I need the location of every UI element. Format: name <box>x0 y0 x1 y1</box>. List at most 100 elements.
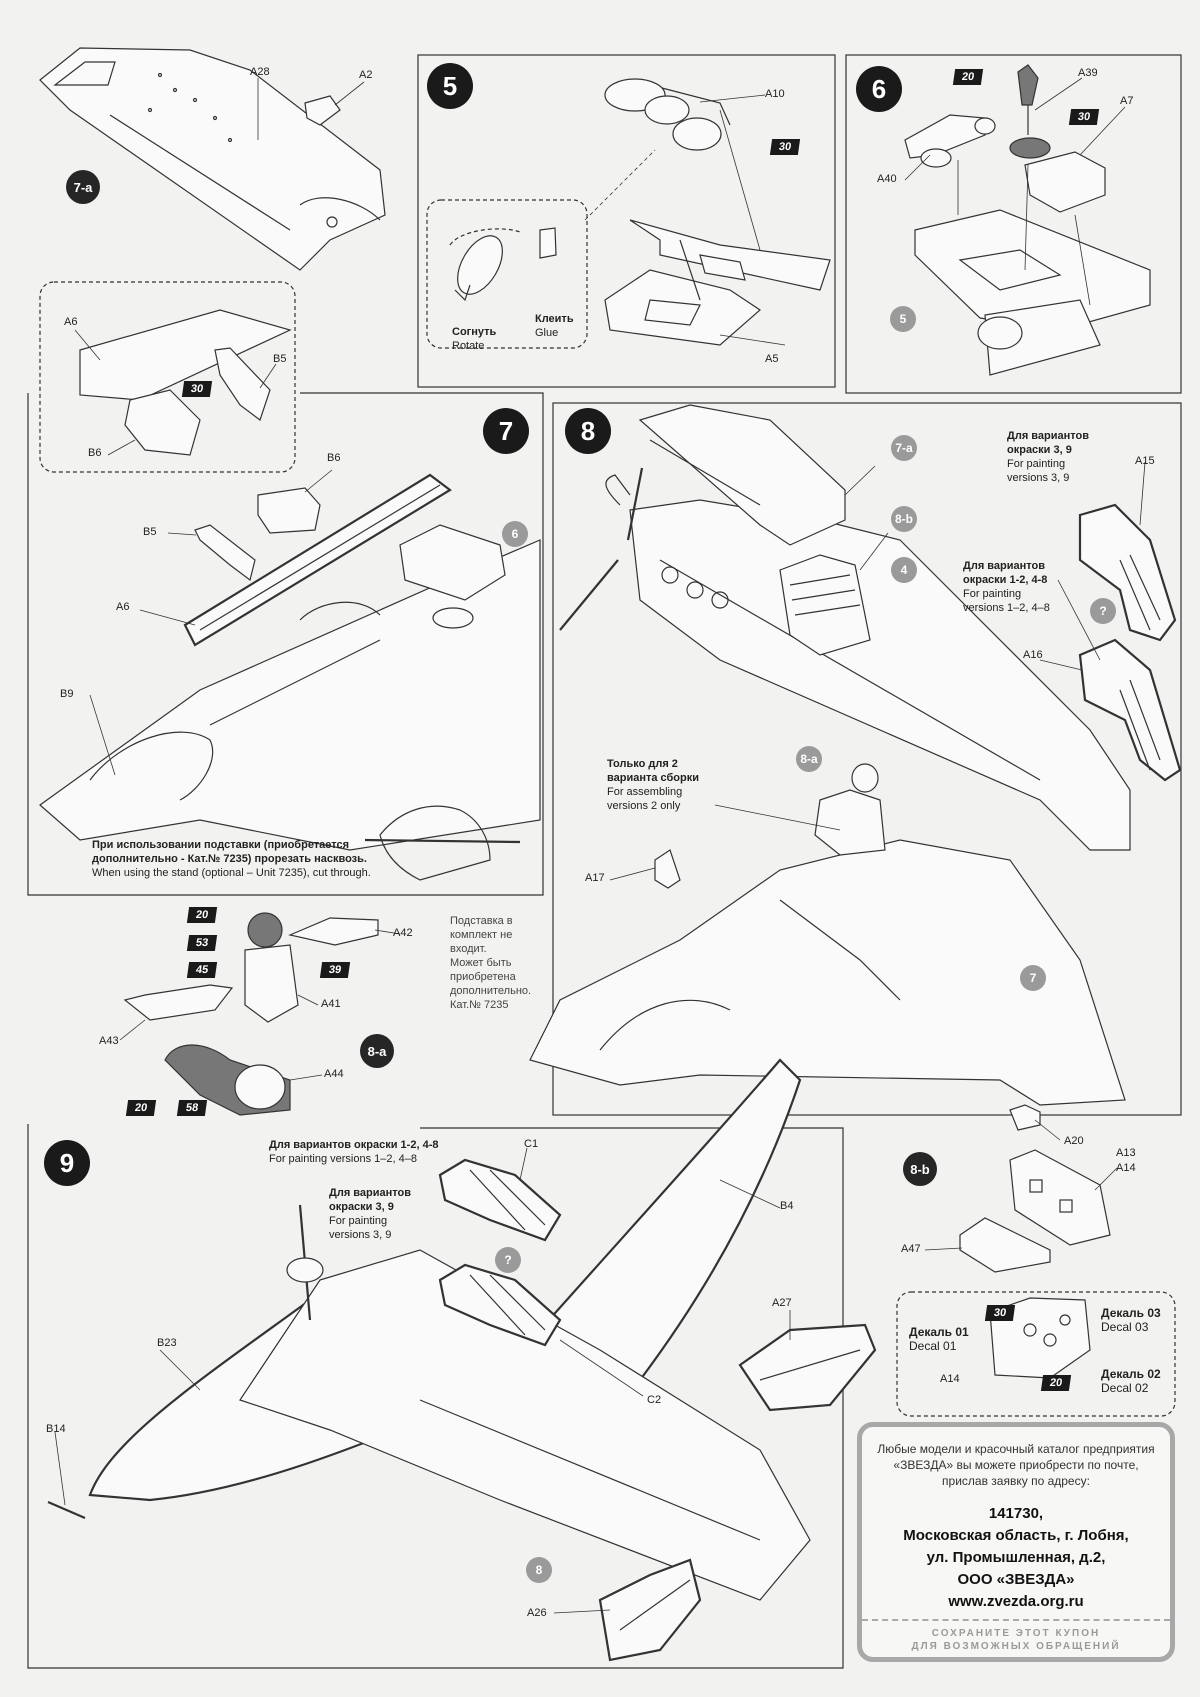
stand-note-l5: приобретена <box>450 971 516 983</box>
mail-website[interactable]: www.zvezda.org.ru <box>948 1593 1084 1610</box>
step-number-6: 6 <box>856 66 902 112</box>
step9-note-versions-1-8: Для вариантов окраски 1-2, 4-8 For paint… <box>269 1138 438 1166</box>
glue-ru: Клеить <box>535 313 574 325</box>
v148-en-line2: versions 1–2, 4–8 <box>963 602 1050 614</box>
decal-01-en: Decal 01 <box>909 1339 957 1353</box>
ref-step-6: 6 <box>502 521 528 547</box>
step7-detail-drawing <box>79 309 292 456</box>
paint-badge-20-8b: 20 <box>1040 1375 1072 1391</box>
spar-a6-drawing <box>183 473 452 647</box>
step8-note-versions-1-8: Для вариантов окраски 1-2, 4-8 For paint… <box>963 559 1050 615</box>
stand-ru-line1: При использовании подставки (приобретает… <box>92 839 350 851</box>
label-a27: A27 <box>772 1297 792 1309</box>
ref-step-8: 8 <box>526 1557 552 1583</box>
coupon-line1: СОХРАНИТЕ ЭТОТ КУПОН <box>931 1628 1101 1639</box>
substep-7a: 7-a <box>66 170 100 204</box>
label-a15: A15 <box>1135 455 1155 467</box>
label-a14: A14 <box>1116 1162 1136 1174</box>
ref-step-7a: 7-a <box>891 435 917 461</box>
label-a41: A41 <box>321 998 341 1010</box>
part-a2-drawing <box>304 95 341 126</box>
decal-02-en: Decal 02 <box>1101 1381 1149 1395</box>
step-number-7: 7 <box>483 408 529 454</box>
mail-intro-line3: прислав заявку по адресу: <box>942 1474 1090 1488</box>
rotate-ru: Согнуть <box>452 326 497 338</box>
canopy-c1-drawing <box>438 1158 562 1242</box>
ref-step-4: 4 <box>891 557 917 583</box>
step8-note-versions-3-9: Для вариантов окраски 3, 9 For painting … <box>1007 429 1089 485</box>
step8-canopy-drawing <box>638 404 846 546</box>
step5-detail-frame <box>426 199 588 349</box>
label-a17: A17 <box>585 872 605 884</box>
paint-badge-20-step6: 20 <box>952 69 984 85</box>
mail-order-coupon: Любые модели и красочный каталог предпри… <box>857 1422 1175 1662</box>
mail-region: Московская область, г. Лобня, <box>903 1527 1129 1544</box>
label-a42: A42 <box>393 927 413 939</box>
stand-note-l3: входит. <box>450 943 487 955</box>
label-c2: C2 <box>647 1394 662 1406</box>
step7-stand-note: При использовании подставки (приобретает… <box>92 838 371 880</box>
step8b-detail-frame <box>896 1291 1176 1417</box>
label-a10: A10 <box>765 88 785 100</box>
step8-lower-wing-drawing <box>529 839 1126 1106</box>
v39-en-line2: versions 3, 9 <box>1007 472 1070 484</box>
substep-8a: 8-a <box>360 1034 394 1068</box>
paint-badge-30-step7: 30 <box>181 381 213 397</box>
only2-en-line2: versions 2 only <box>607 800 681 812</box>
decal-02-ru: Декаль 02 <box>1101 1367 1161 1381</box>
only2-ru-line2: варианта сборки <box>607 772 700 784</box>
label-a40: A40 <box>877 173 897 185</box>
question-icon-9: ? <box>495 1247 521 1273</box>
coupon-footer: СОХРАНИТЕ ЭТОТ КУПОН ДЛЯ ВОЗМОЖНЫХ ОБРАЩ… <box>862 1619 1170 1657</box>
label-a6-detail: A6 <box>64 316 78 328</box>
label-a44: A44 <box>324 1068 344 1080</box>
aileron-a15-drawing <box>1078 503 1177 642</box>
label-b23: B23 <box>157 1337 177 1349</box>
s9-v148-ru: Для вариантов окраски 1-2, 4-8 <box>269 1139 439 1151</box>
only2-ru-line1: Только для 2 <box>607 758 678 770</box>
v39-en-line1: For painting <box>1007 458 1066 470</box>
ref-step-7: 7 <box>1020 965 1046 991</box>
stand-en: When using the stand (optional – Unit 72… <box>92 867 371 879</box>
step5-frame-drawing <box>604 219 831 346</box>
decal-01-note: Декаль 01 Decal 01 <box>909 1325 969 1353</box>
mail-street: ул. Промышленная, д.2, <box>926 1549 1106 1566</box>
label-a6: A6 <box>116 601 130 613</box>
label-a28: A28 <box>250 66 270 78</box>
step8-seat-detail-drawing <box>779 554 871 656</box>
decal-01-ru: Декаль 01 <box>909 1325 969 1339</box>
s9-v148-en: For painting versions 1–2, 4–8 <box>269 1153 417 1165</box>
step5-frame <box>417 54 836 388</box>
instrument-panel-8b-drawing <box>989 1297 1091 1379</box>
paint-badge-53-figure: 53 <box>186 935 218 951</box>
step6-assembly-drawing <box>914 151 1151 376</box>
part-a20-drawing <box>1009 1104 1041 1131</box>
part-a40-drawing <box>904 114 996 168</box>
mail-intro-line2: «ЗВЕЗДА» вы можете приобрести по почте, <box>893 1458 1139 1472</box>
step5-rotate-note: Согнуть Rotate <box>452 325 496 353</box>
label-b5-detail: B5 <box>273 353 287 365</box>
label-b9: B9 <box>60 688 74 700</box>
label-a2: A2 <box>359 69 373 81</box>
coupon-line2: ДЛЯ ВОЗМОЖНЫХ ОБРАЩЕНИЙ <box>911 1641 1121 1652</box>
mail-intro-line1: Любые модели и красочный каталог предпри… <box>877 1442 1155 1456</box>
mail-zip: 141730, <box>988 1505 1044 1522</box>
label-a26: A26 <box>527 1607 547 1619</box>
label-a47: A47 <box>901 1243 921 1255</box>
step9-note-versions-3-9: Для вариантов окраски 3, 9 For painting … <box>329 1186 411 1242</box>
cutting-hand-drawing <box>364 805 521 881</box>
v148-en-line1: For painting <box>963 588 1022 600</box>
paint-badge-20-figure: 20 <box>186 907 218 923</box>
rotate-en: Rotate <box>452 340 485 352</box>
label-a7: A7 <box>1120 95 1134 107</box>
decal-03-note: Декаль 03 Decal 03 <box>1101 1306 1161 1334</box>
step7-seat-frame-drawing <box>399 524 506 629</box>
v148-ru-line2: окраски 1-2, 4-8 <box>963 574 1048 586</box>
ref-step-5: 5 <box>890 306 916 332</box>
label-c1: C1 <box>524 1138 539 1150</box>
part-b6-drawing <box>257 487 321 534</box>
part-a13-drawing <box>1009 1149 1111 1246</box>
label-b6: B6 <box>327 452 341 464</box>
stand-note-l7: Кат.№ 7235 <box>450 999 509 1011</box>
